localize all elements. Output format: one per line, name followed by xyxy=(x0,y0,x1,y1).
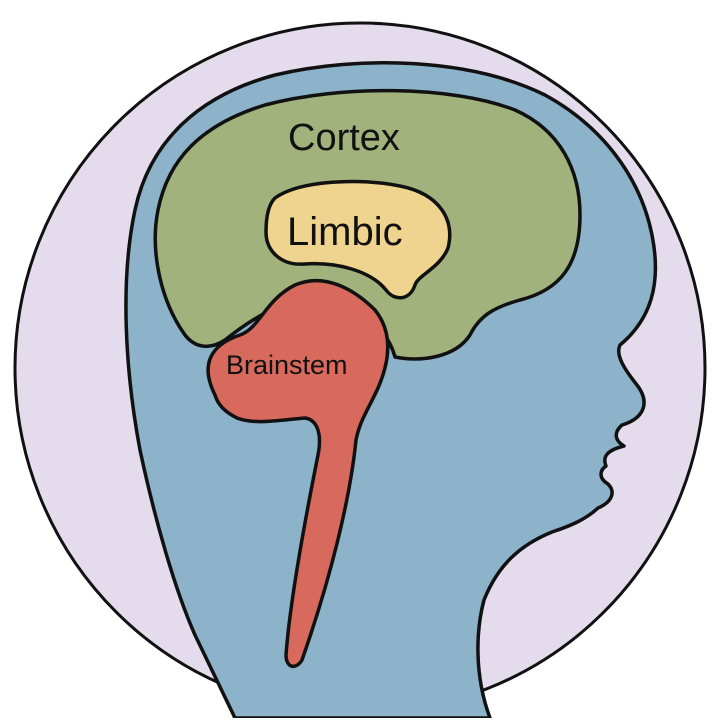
brainstem-label: Brainstem xyxy=(226,350,348,380)
limbic-label: Limbic xyxy=(287,210,403,254)
cortex-label: Cortex xyxy=(288,117,400,159)
